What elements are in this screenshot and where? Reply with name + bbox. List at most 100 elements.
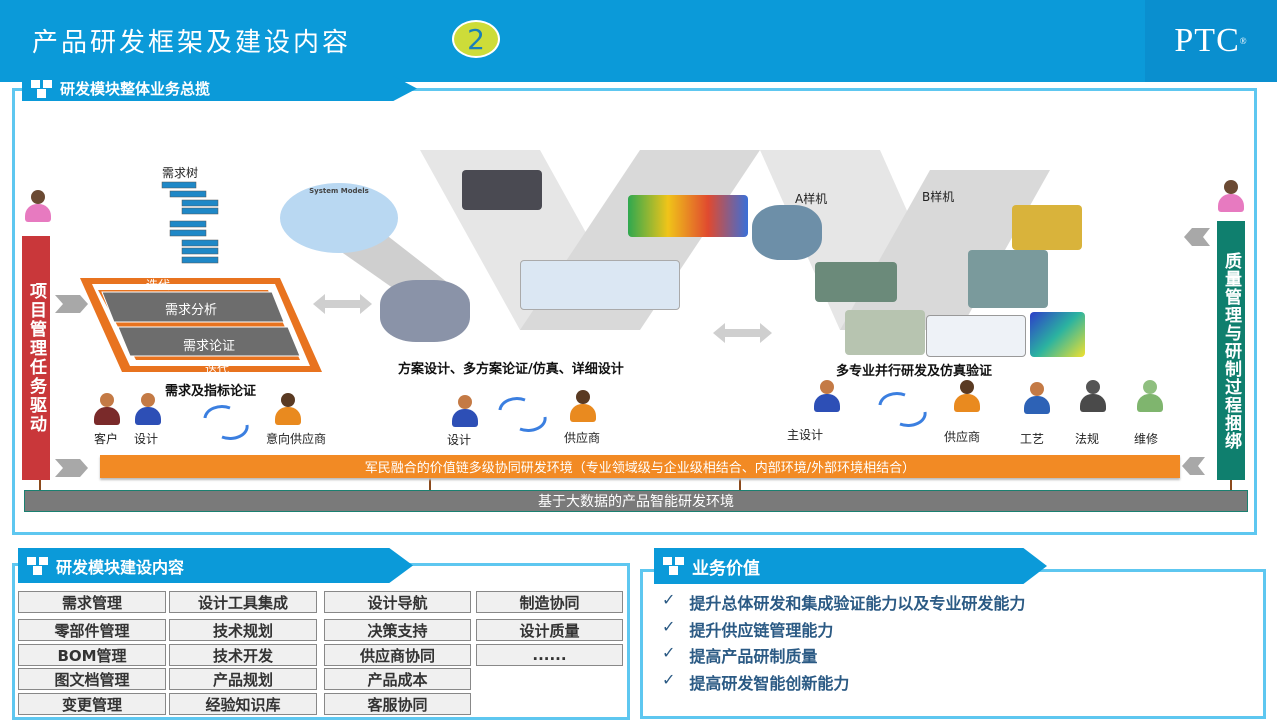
- logo-text: PTC: [1174, 22, 1240, 59]
- stage1-title: 需求及指标论证: [165, 384, 257, 399]
- req-analysis-label: 需求分析: [165, 303, 218, 318]
- prototype-b-label: B样机: [922, 190, 955, 204]
- spreadsheet-image: [926, 315, 1026, 357]
- req-validation-label: 需求论证: [183, 339, 236, 354]
- project-manager-avatar: [23, 190, 53, 224]
- big-data-env-label: 基于大数据的产品智能研发环境: [538, 494, 734, 510]
- module-cell: 产品规划: [169, 668, 317, 690]
- value-text: 提高产品研制质量: [689, 647, 818, 666]
- project-management-bar: 项目管理任务驱动: [22, 236, 50, 480]
- check-icon: ✓: [662, 617, 676, 636]
- module-cell: 决策支持: [324, 619, 471, 641]
- factory-image: [845, 310, 925, 355]
- big-data-env-bar: 基于大数据的产品智能研发环境: [24, 490, 1248, 512]
- collaboration-env-bar: 军民融合的价值链多级协同研发环境（专业领域级与企业级相结合、内部环境/外部环境相…: [100, 455, 1180, 478]
- module-cell: 设计工具集成: [169, 591, 317, 613]
- module-cell: 客服协同: [324, 693, 471, 715]
- chevron-in-left-lower: [55, 459, 88, 477]
- regulation-avatar: [1078, 380, 1108, 414]
- module-cell: BOM管理: [18, 644, 166, 666]
- role-label: 供应商: [944, 430, 981, 444]
- role-label: 工艺: [1020, 432, 1045, 446]
- supplier-avatar: [568, 390, 598, 424]
- overview-frame: [12, 88, 1257, 535]
- module-cell: 经验知识库: [169, 693, 317, 715]
- role-label: 维修: [1134, 432, 1159, 446]
- cubes-icon: [27, 556, 48, 575]
- surface-plot-image: [1030, 312, 1085, 357]
- module-cell: 变更管理: [18, 693, 166, 715]
- value-text: 提升供应链管理能力: [689, 621, 834, 640]
- req-analysis-box: [101, 291, 285, 323]
- quality-management-label: 质量管理与研制过程捆绑: [1221, 251, 1241, 450]
- module-cell: 需求管理: [18, 591, 166, 613]
- cfd-simulation-image: [628, 195, 748, 237]
- stage3-title: 多专业并行研发及仿真验证: [836, 364, 993, 379]
- role-label: 供应商: [564, 431, 601, 445]
- quality-manager-avatar: [1216, 180, 1246, 214]
- logo-mark: ®: [1239, 36, 1248, 46]
- requirement-tree-graphic: [161, 181, 219, 264]
- value-item: ✓ 提升供应链管理能力: [662, 617, 833, 641]
- module-cell: 设计导航: [324, 591, 471, 613]
- req-validation-box: [117, 326, 301, 357]
- module-cell: 图文档管理: [18, 668, 166, 690]
- system-models-image: System Models: [280, 183, 398, 253]
- prototype-a-label: A样机: [795, 192, 828, 206]
- req-tree-label: 需求树: [162, 166, 199, 180]
- assembly-image: [815, 262, 897, 302]
- role-label: 客户: [94, 432, 119, 446]
- header-band: [0, 0, 1277, 82]
- overview-tab-label: 研发模块整体业务总揽: [60, 80, 211, 98]
- process-engineer-avatar: [1022, 382, 1052, 416]
- robot-image: [968, 250, 1048, 308]
- modules-tab: 研发模块建设内容: [18, 548, 413, 583]
- prototype-a-image: [752, 205, 822, 260]
- designer-avatar: [133, 393, 163, 427]
- value-item: ✓ 提高研发智能创新能力: [662, 670, 849, 694]
- overview-tab: 研发模块整体业务总揽: [22, 76, 417, 101]
- check-icon: ✓: [662, 590, 676, 609]
- stage2-title: 方案设计、多方案论证/仿真、详细设计: [398, 362, 624, 377]
- lead-designer-avatar: [812, 380, 842, 414]
- page-title: 产品研发框架及建设内容: [32, 28, 352, 58]
- quality-management-bar: 质量管理与研制过程捆绑: [1217, 221, 1245, 480]
- engine-b-image: [1012, 205, 1082, 250]
- double-arrow: [713, 323, 772, 343]
- collaboration-env-label: 军民融合的价值链多级协同研发环境（专业领域级与企业级相结合、内部环境/外部环境相…: [364, 461, 916, 476]
- module-cell: 零部件管理: [18, 619, 166, 641]
- maintenance-avatar: [1135, 380, 1165, 414]
- supplier-avatar: [952, 380, 982, 414]
- iterate-top-label: 迭代: [146, 278, 171, 292]
- module-cell: 制造协同: [476, 591, 623, 613]
- check-icon: ✓: [662, 670, 676, 689]
- value-tab-label: 业务价值: [692, 558, 760, 579]
- system-models-label: System Models: [309, 187, 369, 195]
- role-label: 设计: [134, 432, 159, 446]
- module-cell: 技术开发: [169, 644, 317, 666]
- project-management-label: 项目管理任务驱动: [26, 282, 46, 434]
- module-cell: 技术规划: [169, 619, 317, 641]
- cycle-arrows-icon: [498, 397, 547, 432]
- module-cell: 设计质量: [476, 619, 623, 641]
- value-item: ✓ 提升总体研发和集成验证能力以及专业研发能力: [662, 590, 1025, 614]
- customer-avatar: [92, 393, 122, 427]
- double-arrow: [313, 294, 372, 314]
- modules-tab-label: 研发模块建设内容: [56, 557, 185, 577]
- role-label: 主设计: [787, 428, 824, 442]
- chevron-in-left: [55, 295, 88, 313]
- cubes-icon: [31, 79, 52, 98]
- value-text: 提升总体研发和集成验证能力以及专业研发能力: [689, 594, 1026, 613]
- value-tab: 业务价值: [654, 548, 1047, 584]
- cubes-icon: [663, 557, 684, 575]
- simulation-chart-image: [520, 260, 680, 310]
- cycle-arrows-icon: [878, 392, 927, 427]
- value-text: 提高研发智能创新能力: [689, 674, 850, 693]
- role-label: 法规: [1075, 432, 1100, 446]
- gearbox-image: [380, 280, 470, 342]
- value-item: ✓提高产品研制质量: [662, 643, 817, 667]
- engine-image: [462, 170, 542, 210]
- cycle-arrows-icon: [203, 405, 249, 440]
- designer-avatar: [450, 395, 480, 429]
- module-cell: 产品成本: [324, 668, 471, 690]
